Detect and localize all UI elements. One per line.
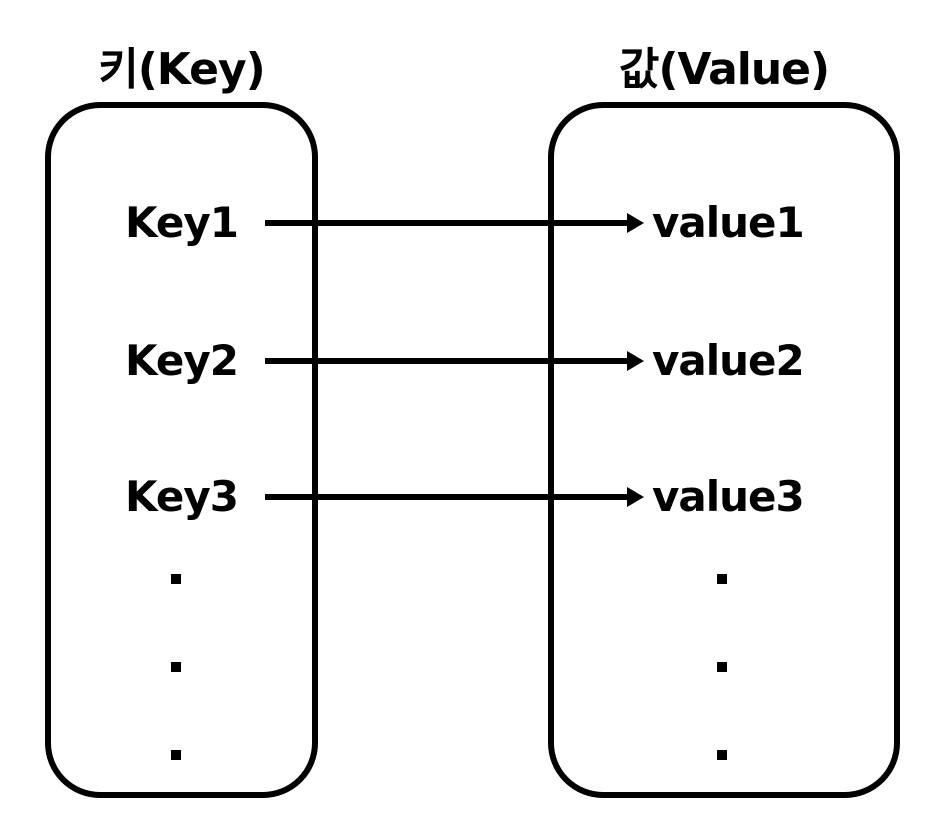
- ellipsis-dot: .: [717, 662, 727, 672]
- value-label-3: value3: [652, 472, 805, 521]
- value-column-box: [548, 102, 900, 798]
- key-label-3: Key3: [125, 472, 239, 521]
- ellipsis-dot: .: [171, 662, 181, 672]
- arrow-line-3: [265, 494, 627, 500]
- key-column-box: [45, 102, 318, 798]
- value-column-title: 값(Value): [618, 44, 830, 95]
- value-label-1: value1: [652, 198, 805, 247]
- arrow-head-icon: [627, 351, 644, 371]
- arrow-line-1: [265, 220, 627, 226]
- key-column-title: 키(Key): [98, 44, 266, 95]
- key-label-2: Key2: [125, 336, 239, 385]
- value-label-2: value2: [652, 336, 805, 385]
- arrow-line-2: [265, 358, 627, 364]
- ellipsis-dot: .: [717, 750, 727, 760]
- ellipsis-dot: .: [717, 574, 727, 584]
- ellipsis-dot: .: [171, 574, 181, 584]
- key-label-1: Key1: [125, 198, 239, 247]
- arrow-head-icon: [627, 487, 644, 507]
- arrow-head-icon: [627, 213, 644, 233]
- ellipsis-dot: .: [171, 750, 181, 760]
